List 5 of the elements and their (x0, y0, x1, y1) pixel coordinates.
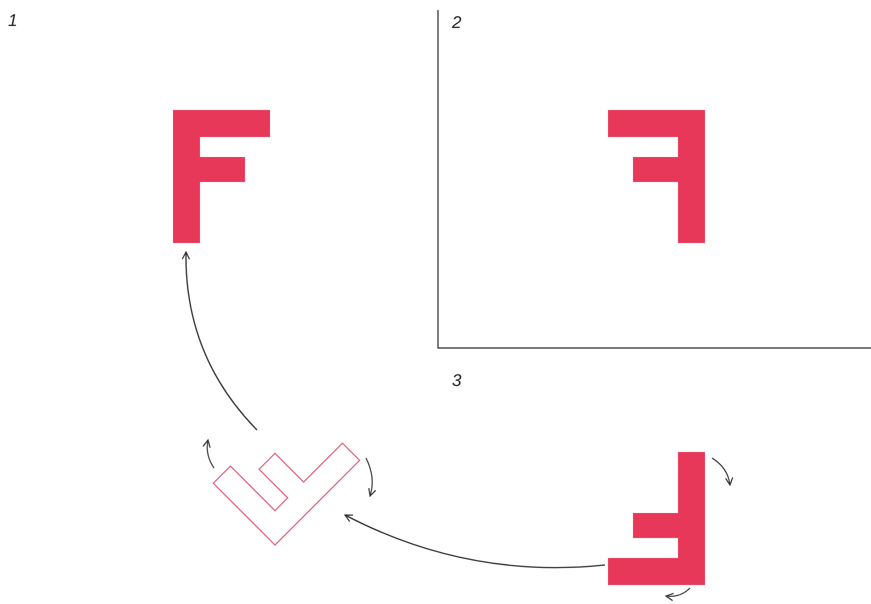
panel-number: 1 (8, 12, 18, 30)
arrow (182, 251, 258, 430)
panel-number: 3 (452, 372, 462, 390)
arrow (344, 514, 606, 568)
panel-number: 2 (452, 14, 462, 32)
